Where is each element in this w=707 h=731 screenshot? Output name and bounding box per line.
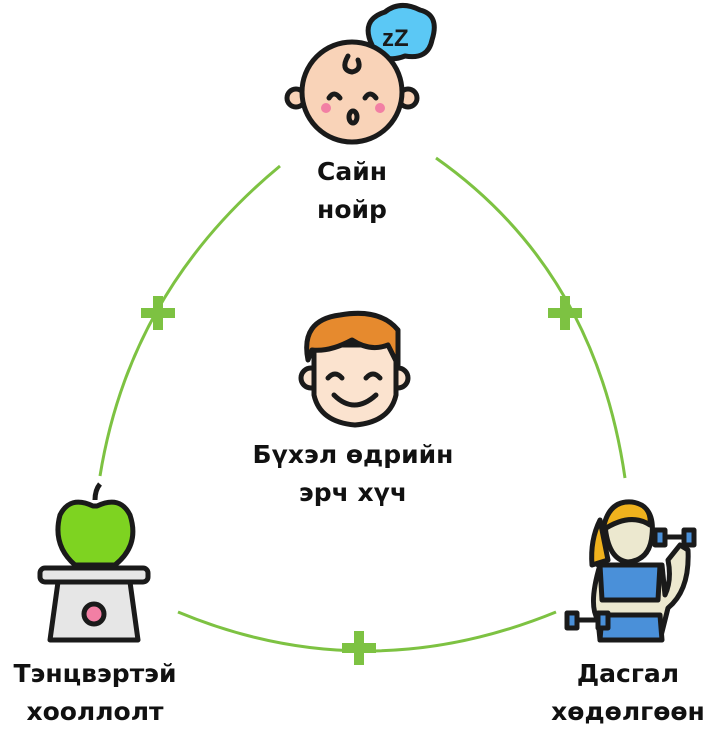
label-center-line1: Бүхэл өдрийн bbox=[252, 440, 454, 469]
svg-text:zZ: zZ bbox=[382, 25, 409, 52]
label-nutrition-line1: Тэнцвэртэй bbox=[13, 659, 177, 688]
plus-icon bbox=[141, 296, 175, 330]
plus-icon bbox=[342, 631, 376, 665]
apple-on-scale-icon bbox=[37, 482, 151, 643]
label-nutrition: Тэнцвэртэй хооллолт bbox=[13, 655, 176, 731]
connector-arc-left bbox=[98, 164, 281, 477]
connector-arc-right bbox=[435, 156, 627, 479]
label-center-line2: эрч хүч bbox=[298, 478, 408, 507]
plus-icon bbox=[548, 296, 582, 330]
label-nutrition-line2: хооллолт bbox=[26, 697, 164, 726]
sleeping-baby-icon: zZ bbox=[284, 3, 437, 145]
label-center: Бүхэл өдрийн эрч хүч bbox=[253, 436, 454, 512]
label-exercise-line2: хөдөлгөөн bbox=[551, 697, 705, 726]
label-sleep-line1: Сайн bbox=[316, 157, 388, 186]
label-sleep: Сайн нойр bbox=[317, 153, 387, 229]
label-sleep-line2: нойр bbox=[317, 195, 387, 224]
label-exercise-line1: Дасгал bbox=[576, 659, 680, 688]
label-exercise: Дасгал хөдөлгөөн bbox=[551, 655, 705, 731]
smiling-face-icon bbox=[298, 310, 411, 428]
woman-dumbbell-icon bbox=[564, 499, 697, 643]
